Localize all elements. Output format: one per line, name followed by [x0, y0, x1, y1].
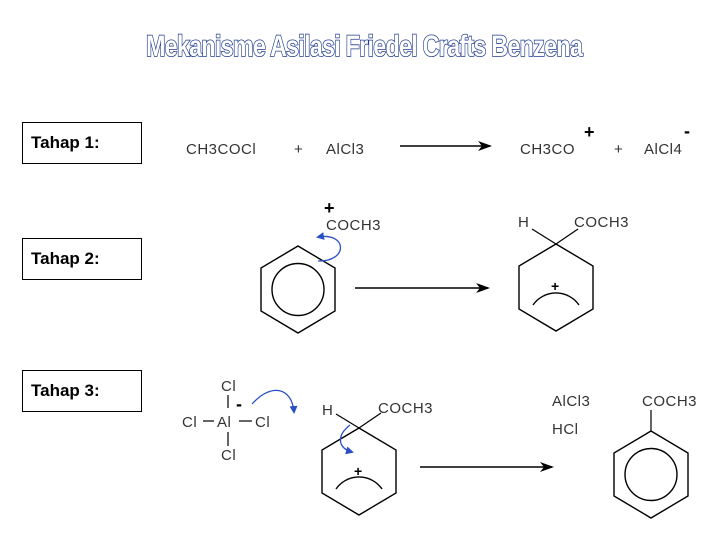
- step-2-equation: + COCH3 H COCH3 +: [260, 198, 629, 334]
- step2-arenium-intermediate: [518, 228, 594, 332]
- step-3-equation: Cl Cl Al Cl Cl - H COCH3 + AlCl3 HCl: [182, 378, 697, 519]
- step1-acylium-charge: +: [584, 122, 595, 142]
- step3-curly-arrow-ring: [339, 424, 354, 455]
- step3-acyl-group: COCH3: [378, 400, 433, 417]
- step3-curly-arrow-cl: [251, 389, 298, 414]
- step3-byproduct-alcl3: AlCl3: [552, 393, 590, 410]
- step1-product-alcl4: AlCl4: [644, 141, 682, 158]
- step3-ring-charge: +: [354, 463, 363, 479]
- step2-curly-arrow: [316, 232, 342, 262]
- step1-alcl4-charge: -: [684, 121, 691, 141]
- step3-cl-top: Cl: [221, 378, 236, 395]
- step3-product-acyl-group: COCH3: [642, 393, 697, 410]
- step2-benzene-ring: [260, 245, 336, 334]
- step-1-label: Tahap 1:: [22, 122, 142, 164]
- step3-al: Al: [217, 414, 231, 431]
- step1-product-acylium: CH3CO: [520, 141, 575, 158]
- step2-acyl-group: COCH3: [574, 214, 629, 231]
- step3-cl-left: Cl: [182, 414, 197, 431]
- step3-byproduct-hcl: HCl: [552, 421, 579, 438]
- step3-cl-bottom: Cl: [221, 447, 236, 464]
- step3-alcl4-ion: Cl Cl Al Cl Cl -: [182, 378, 270, 464]
- step3-arenium-intermediate: [321, 412, 397, 516]
- step2-acylium-group: COCH3: [326, 217, 381, 234]
- step2-acylium-charge: +: [324, 198, 335, 218]
- step3-al-charge: -: [236, 394, 243, 414]
- step-2-label: Tahap 2:: [22, 238, 142, 280]
- step3-acetophenone-product: [613, 410, 689, 519]
- step1-plus-sign: +: [294, 141, 303, 158]
- step1-plus-sign-2: +: [614, 141, 623, 158]
- step1-reactant-acetyl-chloride: CH3COCl: [186, 141, 256, 158]
- step2-ring-charge: +: [551, 278, 560, 294]
- step3-cl-right: Cl: [255, 414, 270, 431]
- step2-hydrogen: H: [518, 214, 529, 231]
- page-title: Mekanisme Asilasi Friedel Crafts Benzena: [145, 29, 583, 64]
- step-3-label: Tahap 3:: [22, 370, 142, 412]
- step1-reactant-alcl3: AlCl3: [326, 141, 364, 158]
- step-1-equation: CH3COCl + AlCl3 CH3CO + + AlCl4 -: [186, 121, 691, 158]
- step3-hydrogen: H: [322, 402, 333, 419]
